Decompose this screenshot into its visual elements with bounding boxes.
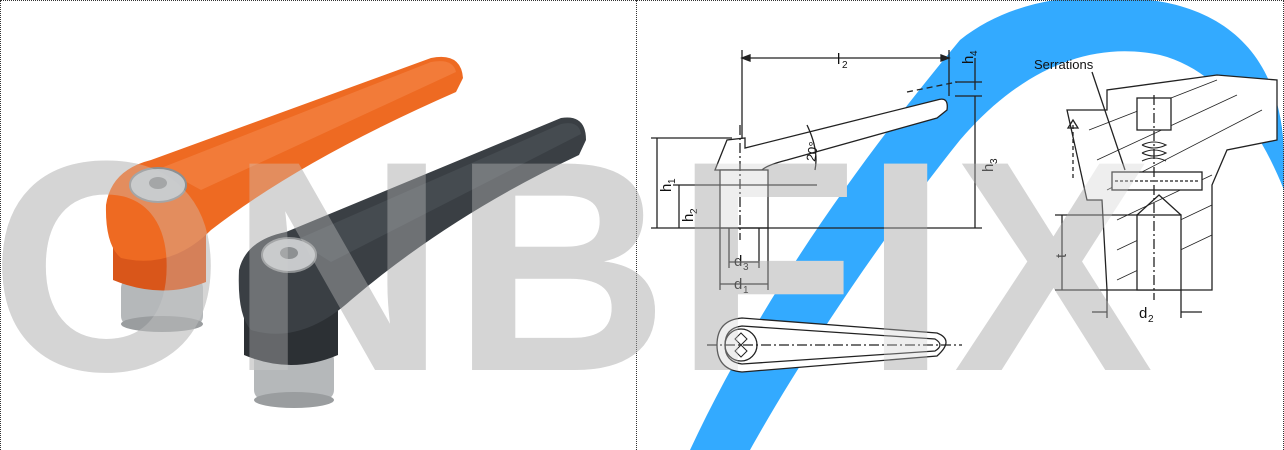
label-l2-sub: 2 — [842, 60, 848, 71]
lever-top-view — [707, 317, 962, 373]
orange-lever-stud — [121, 278, 203, 326]
top-border — [0, 0, 1284, 1]
section-view — [1055, 71, 1278, 318]
label-d2-sub: 2 — [1148, 314, 1154, 325]
technical-drawing-panel: l 2 h 4 h 3 h 1 h 2 20° d 3 d — [637, 0, 1284, 450]
label-t: t — [1053, 253, 1070, 258]
product-photo — [105, 56, 586, 408]
technical-drawing: l 2 h 4 h 3 h 1 h 2 20° d 3 d — [651, 50, 1278, 373]
label-h1: h — [658, 184, 675, 192]
product-photo-panel — [0, 0, 637, 450]
label-h3: h — [980, 164, 997, 172]
label-d2: d — [1139, 305, 1147, 322]
label-h2-sub: 2 — [689, 208, 700, 214]
label-d1-sub: 1 — [743, 285, 749, 296]
label-h2: h — [680, 214, 697, 222]
label-d1: d — [734, 276, 742, 293]
label-l2: l — [837, 51, 840, 68]
label-h4: h — [960, 56, 977, 64]
lever-side-view — [651, 50, 982, 290]
label-d3-sub: 3 — [743, 262, 749, 273]
label-angle: 20° — [803, 141, 821, 163]
label-d3: d — [734, 253, 742, 270]
label-h3-sub: 3 — [989, 158, 1000, 164]
orange-lever — [105, 56, 464, 332]
label-serrations: Serrations — [1034, 57, 1094, 72]
black-lever — [238, 117, 586, 408]
label-h1-sub: 1 — [667, 178, 678, 184]
label-h4-sub: 4 — [969, 50, 980, 56]
